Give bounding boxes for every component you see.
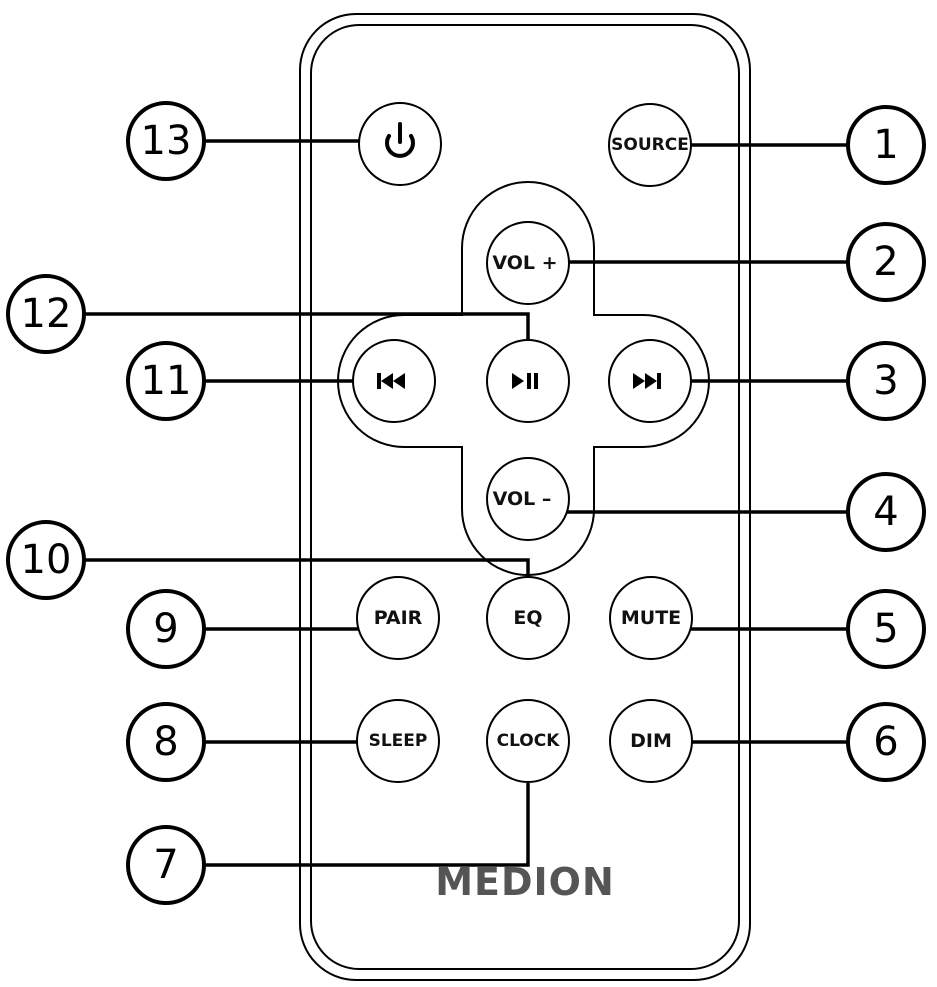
callout-3: 3 — [846, 341, 926, 421]
callout-5-number: 5 — [873, 606, 898, 652]
play-pause-icon — [512, 373, 538, 389]
callout-9-number: 9 — [153, 606, 178, 652]
callout-1: 1 — [846, 105, 926, 185]
sleep-button[interactable]: SLEEP — [356, 699, 440, 783]
pair-button[interactable]: PAIR — [356, 576, 440, 660]
previous-track-button[interactable] — [352, 339, 436, 423]
dim-label: DIM — [630, 730, 672, 752]
callout-4-number: 4 — [873, 489, 898, 535]
callout-2: 2 — [846, 222, 926, 302]
play-pause-button[interactable] — [486, 339, 570, 423]
callout-9: 9 — [126, 589, 206, 669]
callout-10: 10 — [6, 520, 86, 600]
clock-button[interactable]: CLOCK — [486, 699, 570, 783]
power-icon — [385, 122, 415, 158]
callout-12-number: 12 — [21, 291, 72, 337]
callout-1-number: 1 — [873, 122, 898, 168]
callout-7-number: 7 — [153, 842, 178, 888]
callout-8: 8 — [126, 702, 206, 782]
source-button[interactable]: SOURCE — [608, 103, 692, 187]
volume-down-label: VOL – — [493, 488, 552, 510]
callout-3-number: 3 — [873, 358, 898, 404]
power-button[interactable] — [358, 102, 442, 186]
eq-label: EQ — [513, 607, 542, 629]
pair-label: PAIR — [374, 607, 423, 629]
callout-6: 6 — [846, 702, 926, 782]
volume-down-button[interactable]: VOL – — [486, 457, 570, 541]
source-label: SOURCE — [611, 135, 689, 155]
callout-11-number: 11 — [141, 358, 192, 404]
leader-line-7 — [204, 783, 530, 867]
callout-11: 11 — [126, 341, 206, 421]
callout-13: 13 — [126, 101, 206, 181]
callout-4: 4 — [846, 472, 926, 552]
callout-7: 7 — [126, 825, 206, 905]
callout-10-number: 10 — [21, 537, 72, 583]
skip-next-icon — [633, 373, 661, 389]
mute-button[interactable]: MUTE — [609, 576, 693, 660]
callout-13-number: 13 — [141, 118, 192, 164]
clock-label: CLOCK — [497, 731, 561, 751]
callout-5: 5 — [846, 589, 926, 669]
next-track-button[interactable] — [608, 339, 692, 423]
callout-2-number: 2 — [873, 239, 898, 285]
callout-6-number: 6 — [873, 719, 898, 765]
callout-12: 12 — [6, 274, 86, 354]
volume-up-button[interactable]: VOL + — [486, 221, 570, 305]
dim-button[interactable]: DIM — [609, 699, 693, 783]
eq-button[interactable]: EQ — [486, 576, 570, 660]
brand-logo: MEDION — [435, 860, 615, 904]
skip-previous-icon — [377, 373, 405, 389]
mute-label: MUTE — [621, 607, 681, 629]
sleep-label: SLEEP — [369, 731, 428, 751]
volume-up-label: VOL + — [492, 252, 557, 274]
callout-8-number: 8 — [153, 719, 178, 765]
